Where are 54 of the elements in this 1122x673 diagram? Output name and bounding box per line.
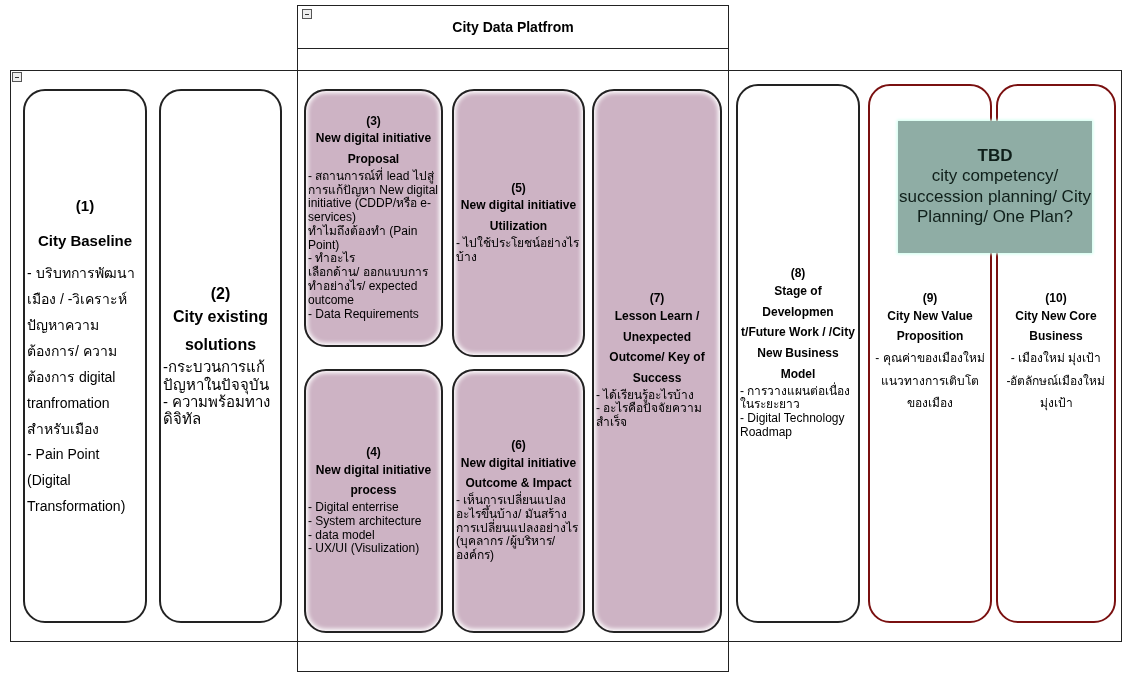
step-number: (4) xyxy=(365,445,382,460)
bullet-text: - ไปใช้ประโยชน์อย่างไรบ้าง xyxy=(456,236,581,265)
bullet-text: - Digital Technology Roadmap xyxy=(740,412,846,440)
step-number: (3) xyxy=(365,114,382,129)
bullet-text: - คุณค่าของเมืองใหม่แนวทางการเติบโตของเมือง xyxy=(874,349,986,413)
group-title: City Data Platfrom xyxy=(452,19,574,35)
step-number: (10) xyxy=(1044,291,1068,306)
bullet-text: - Pain Point (Digital Transformation) xyxy=(27,445,127,517)
bullet-text: เลือกด้าน/ ออกแบบการทำอย่างไร/ expected outcome xyxy=(308,266,429,308)
step-number: (7) xyxy=(648,292,666,306)
card-title: Lesson Learn / Unexpected Outcome/ Key of Success xyxy=(608,307,706,387)
card-title: New digital initiative Outcome & Impact xyxy=(459,454,578,491)
step-number: (9) xyxy=(921,291,939,306)
stage-card xyxy=(452,369,585,633)
card-title: Stage of Developmen t/Future Work / /City New Business Model xyxy=(740,283,856,382)
bullet-text: - บริบทการพัฒนาเมือง / -วิเคราะห์ปัญหาความต้องการ/ ความต้องการ digital tranfromation สำหรับเมือง xyxy=(27,264,136,439)
stage-card xyxy=(736,84,860,623)
step-number: (5) xyxy=(510,181,527,196)
bullet-text: - System architecture xyxy=(308,514,423,529)
step-number: (8) xyxy=(789,267,807,282)
bullet-text: -กระบวนการแก้ปัญหาในปัจจุบัน xyxy=(163,358,269,393)
card-title: New digital initiative Utilization xyxy=(459,197,578,236)
bullet-text: - ทำอะไร xyxy=(308,252,356,266)
group-frame xyxy=(297,5,729,672)
bullet-text: - อะไรคือปัจจัยความสำเร็จ xyxy=(596,402,704,430)
card-title: City New Value Proposition xyxy=(886,307,974,346)
bullet-text: - เมืองใหม่ มุ่งเป้า xyxy=(1009,349,1103,368)
bullet-text: - data model xyxy=(308,528,376,543)
bullet-text: - Digital enterrise xyxy=(308,501,400,515)
bullet-text: - ความพร้อมทางดิจิทัล xyxy=(163,392,272,428)
bullet-text: - สถานการณ์ที่ lead ไปสู่การแก้ปัญหา New digital initiative (CDDP/หรือ e-services) xyxy=(308,169,439,225)
card-title: City New Core Business xyxy=(1014,307,1098,346)
stage-card xyxy=(23,89,147,623)
bullet-text: -อัตลักษณ์เมืองใหม่มุ่งเป้า xyxy=(1005,372,1107,413)
step-number: (6) xyxy=(510,438,527,453)
card-title: New digital initiative Proposal xyxy=(314,130,433,167)
card-title: City existing solutions xyxy=(171,307,270,355)
bullet-text: - Data Requirements xyxy=(308,307,420,322)
stage-card xyxy=(592,89,722,633)
step-number: (1) xyxy=(74,195,96,216)
stage-card xyxy=(159,89,282,623)
bullet-text: - UX/UI (Visulization) xyxy=(308,542,421,557)
note-box xyxy=(898,121,1092,253)
step-number: (2) xyxy=(209,284,232,304)
stage-card xyxy=(452,89,585,357)
stage-card xyxy=(304,369,443,633)
outline-frame xyxy=(10,70,1122,642)
stage-card xyxy=(304,89,443,347)
bullet-text: - ได้เรียนรู้อะไรบ้าง xyxy=(596,388,695,403)
card-title: New digital initiative process xyxy=(314,461,433,500)
bullet-text: - การวางแผนต่อเนื่องในระยะยาว xyxy=(740,384,852,413)
card-title: City Baseline xyxy=(36,230,134,251)
note-text: city competency/ succession planning/ City Planning/ One Plan? xyxy=(898,166,1092,228)
note-title: TBD xyxy=(977,146,1013,167)
